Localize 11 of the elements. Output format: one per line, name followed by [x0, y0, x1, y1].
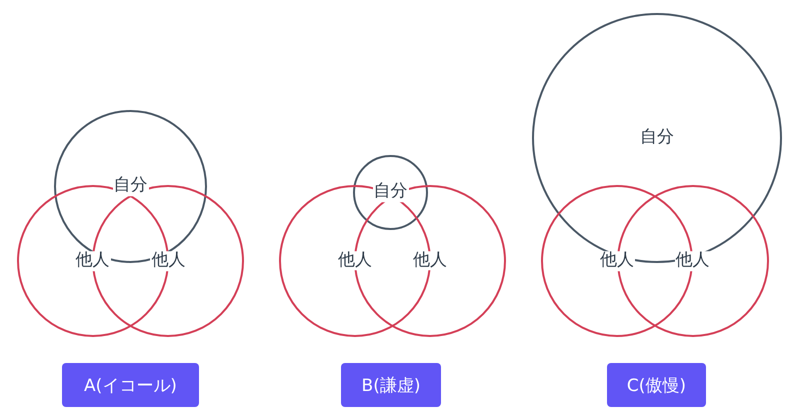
circle-label: 他人 — [674, 251, 710, 271]
circle-label: 自分 — [112, 176, 148, 196]
circle-label: 他人 — [412, 250, 448, 270]
title-tag: A(イコール) — [62, 363, 199, 407]
circle-label: 他人 — [599, 251, 635, 271]
circle-label: 自分 — [372, 182, 409, 202]
title-tag: C(傲慢) — [607, 363, 706, 407]
title-tag: B(謙虚) — [341, 363, 441, 407]
circle-label: 他人 — [150, 251, 186, 271]
circle-label: 他人 — [337, 250, 373, 270]
circle-label: 他人 — [74, 251, 110, 271]
